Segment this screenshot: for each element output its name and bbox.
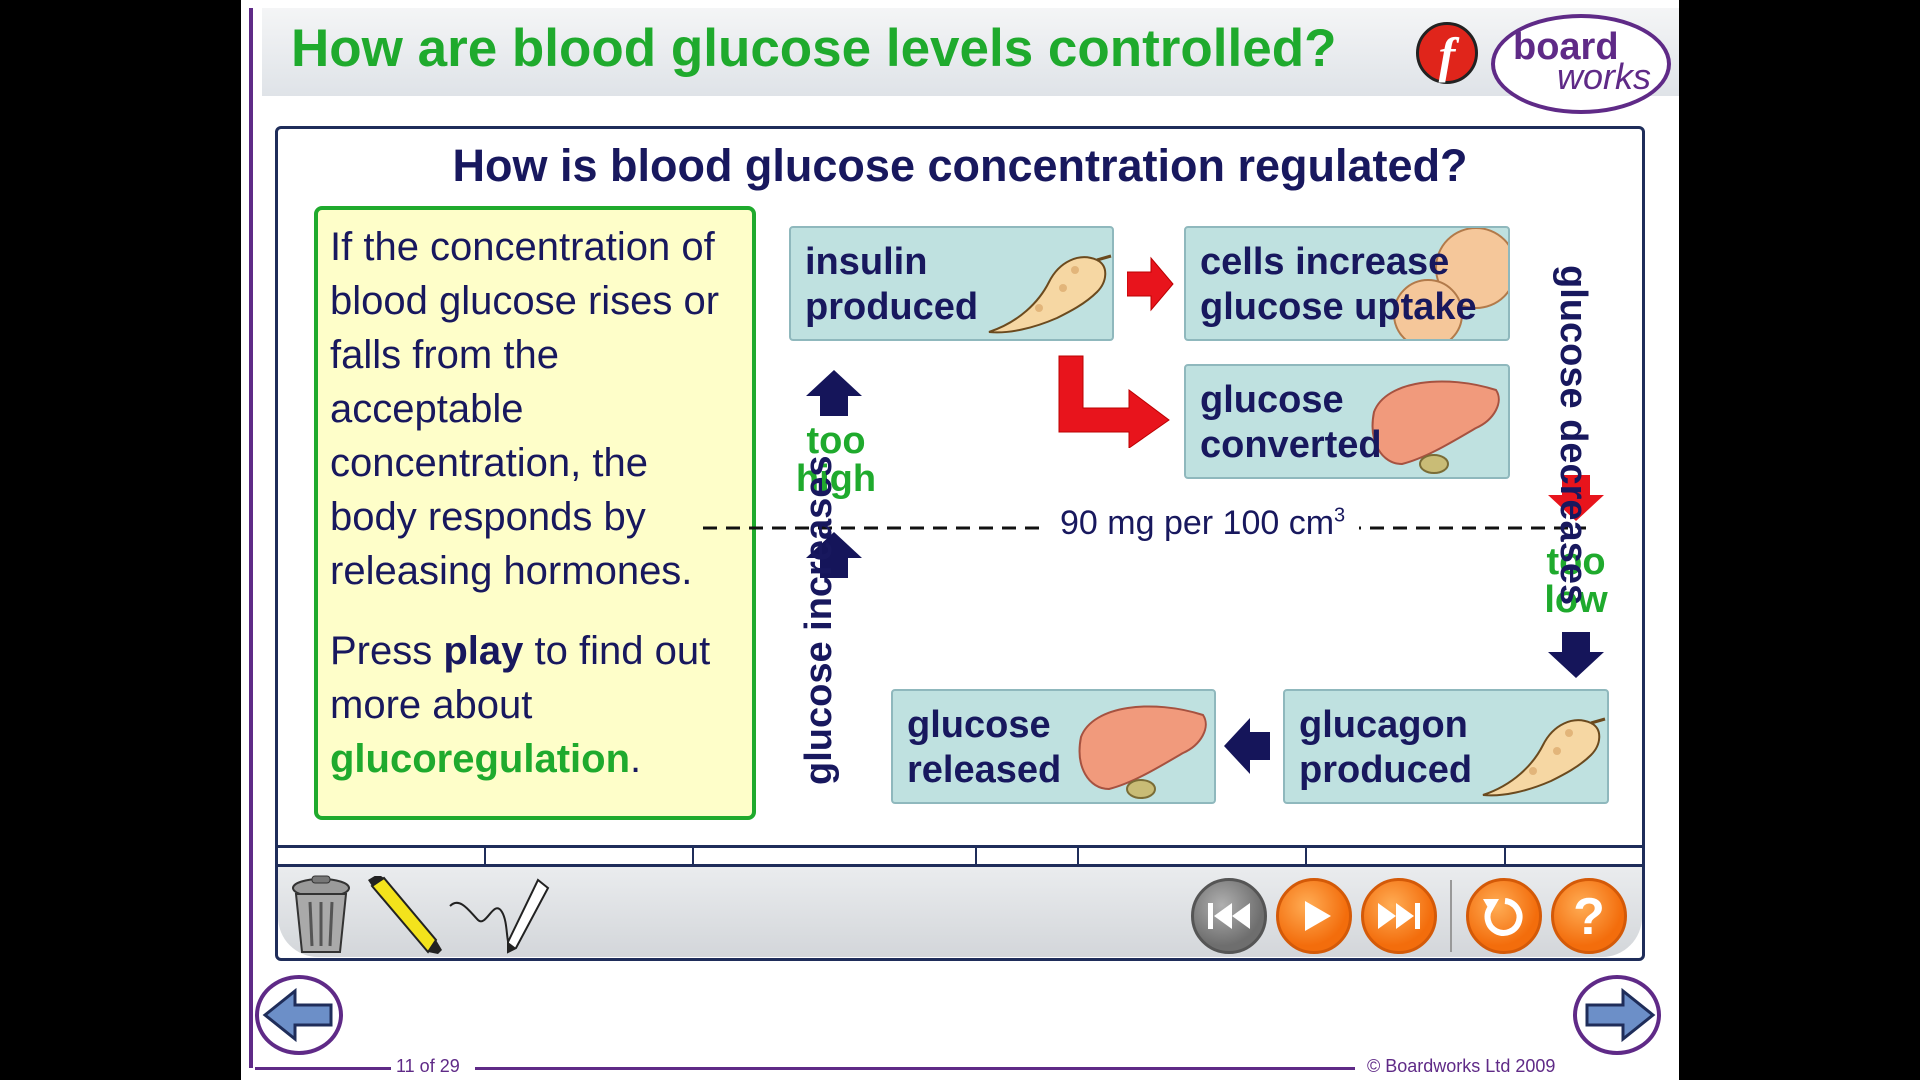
insulin-produced-label: insulin produced — [805, 241, 979, 328]
navy-left-arrow-icon — [1224, 718, 1270, 774]
glucose-released-box: glucose released — [891, 689, 1216, 804]
navy-down-arrow-icon — [1548, 632, 1604, 678]
slide-title: How are blood glucose levels controlled? — [291, 19, 1337, 78]
trash-icon[interactable] — [288, 874, 354, 956]
fast-forward-icon — [1378, 903, 1420, 929]
animation-timeline[interactable] — [278, 845, 1642, 867]
red-right-arrow-icon — [1127, 256, 1174, 312]
intro-press-text: Press — [330, 629, 444, 673]
page-counter: 11 of 29 — [396, 1056, 460, 1076]
navy-up-arrow-icon — [806, 532, 862, 578]
glucoregulation-keyword: glucoregulation — [330, 737, 630, 781]
instruction-paragraph: Press play to find out more about glucor… — [330, 624, 742, 786]
cells-icon — [1393, 228, 1508, 339]
too-high-label: too high — [795, 420, 877, 500]
glucose-converted-label: glucose converted — [1200, 379, 1382, 466]
cells-uptake-box: cells increase glucose uptake — [1184, 226, 1510, 341]
navy-up-arrow-icon — [806, 370, 862, 416]
glucagon-produced-box: glucagon produced — [1283, 689, 1609, 804]
rewind-icon — [1208, 903, 1250, 929]
setpoint-value: 90 mg per 100 cm — [1060, 504, 1335, 542]
slide: How are blood glucose levels controlled?… — [241, 0, 1679, 1080]
play-keyword: play — [443, 629, 524, 673]
footer-line-left — [255, 1067, 391, 1070]
arrow-right-icon — [1585, 987, 1656, 1043]
glucose-released-label: glucose released — [907, 704, 1062, 791]
intro-textbox: If the concentration of blood glucose ri… — [314, 206, 756, 820]
play-icon — [1305, 901, 1331, 931]
insulin-produced-box: insulin produced — [789, 226, 1114, 341]
glucose-increases-label: glucose increases — [798, 455, 840, 785]
too-low-label: too low — [1544, 541, 1608, 621]
setpoint-unit-exponent: 3 — [1334, 504, 1346, 527]
logo-text-works: works — [1557, 56, 1652, 97]
footer-line-middle — [475, 1067, 1355, 1070]
liver-icon — [1078, 705, 1207, 799]
intro-mid-text: to find out more about — [330, 629, 711, 727]
red-bent-arrow-icon — [1058, 355, 1170, 448]
previous-slide-button[interactable] — [255, 975, 343, 1055]
arrow-left-icon — [262, 987, 333, 1043]
cells-uptake-label: cells increase glucose uptake — [1200, 241, 1477, 328]
rewind-button[interactable] — [1191, 878, 1267, 954]
fast-forward-button[interactable] — [1361, 878, 1437, 954]
red-down-arrow-icon — [1548, 475, 1604, 521]
toolbar-divider — [1450, 880, 1452, 952]
left-border — [249, 8, 253, 1068]
next-slide-button[interactable] — [1573, 975, 1661, 1055]
copyright-text: © Boardworks Ltd 2009 — [1367, 1056, 1556, 1076]
liver-icon — [1371, 380, 1500, 474]
boardworks-logo: board works — [1491, 14, 1671, 114]
replay-button[interactable] — [1466, 878, 1542, 954]
glucose-converted-box: glucose converted — [1184, 364, 1510, 479]
intro-paragraph: If the concentration of blood glucose ri… — [330, 225, 720, 593]
glucagon-produced-label: glucagon produced — [1299, 704, 1473, 791]
logo-text-board: board — [1513, 26, 1619, 68]
pen-icon[interactable] — [446, 876, 566, 956]
pancreas-icon — [988, 254, 1112, 334]
flash-icon: f — [1416, 22, 1478, 84]
help-button[interactable]: ? — [1551, 878, 1627, 954]
intro-end-text: . — [630, 737, 642, 781]
play-button[interactable] — [1276, 878, 1352, 954]
replay-icon — [1483, 898, 1523, 936]
panel-subtitle: How is blood glucose concentration regul… — [452, 140, 1468, 191]
highlighter-icon[interactable] — [366, 876, 446, 956]
setpoint-label: 90 mg per 100 cm3 — [1046, 504, 1360, 543]
pancreas-icon — [1482, 717, 1606, 797]
glucose-decreases-label: glucose decreases — [1552, 265, 1594, 606]
